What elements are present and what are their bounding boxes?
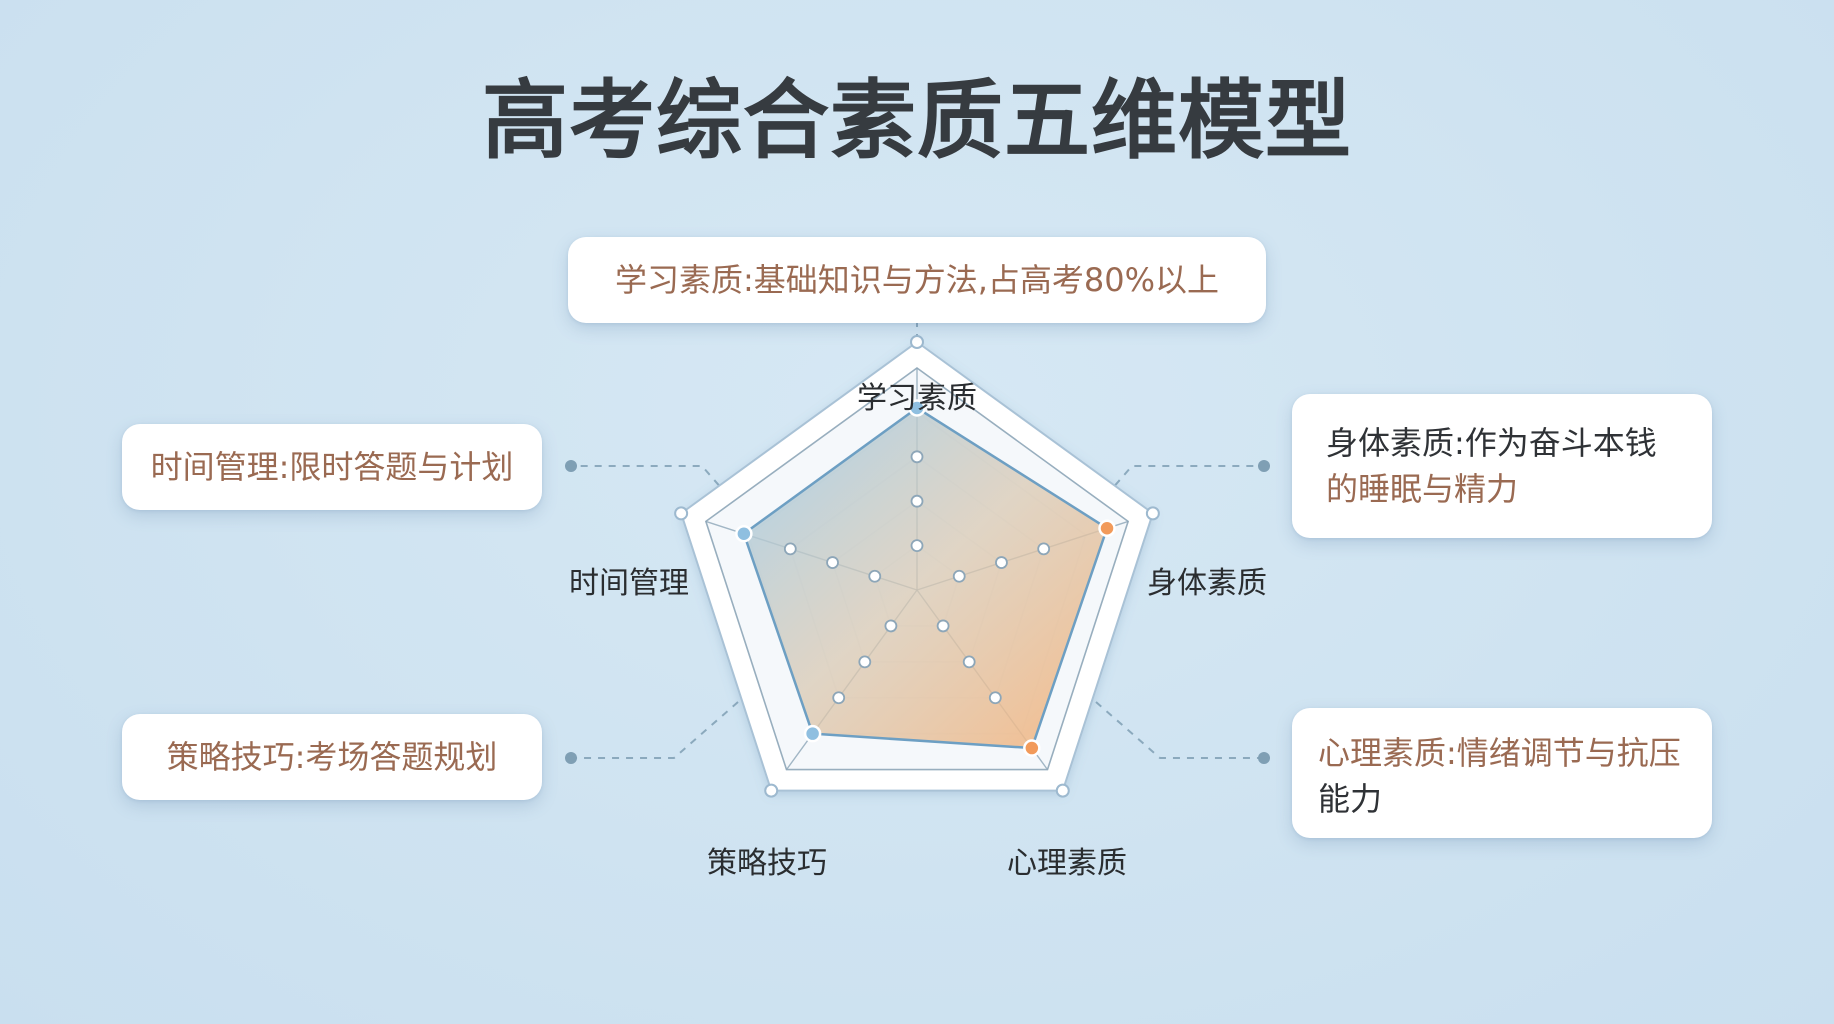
radar-grid-point <box>858 655 872 669</box>
radar-data-point-learning <box>908 399 926 417</box>
axis-label-time: 时间管理 <box>569 566 689 601</box>
leader-dot-physical <box>1258 460 1270 472</box>
radar-data-point-psychological <box>1023 739 1041 757</box>
leader-dot-time <box>565 460 577 472</box>
radar-data-area <box>742 406 1109 750</box>
card-psychological: 心理素质:情绪调节与抗压 能力 <box>1292 708 1712 838</box>
radar-grid-point <box>884 619 898 633</box>
radar-grid-point <box>826 556 839 569</box>
radar-grid-point <box>868 569 882 583</box>
radar-data-point-strategy <box>803 724 822 743</box>
axis-label-learning: 学习素质 <box>857 381 977 416</box>
radar-data-point-time <box>735 524 753 543</box>
radar-grid-point <box>783 542 797 556</box>
axis-label-psychological: 心理素质 <box>1007 846 1127 881</box>
radar-grid-point <box>910 450 924 464</box>
radar-grid-point <box>1037 542 1051 556</box>
radar-outer-point-psychological <box>1055 783 1070 798</box>
leader-line-strategy <box>571 701 739 759</box>
radar-series-area <box>742 406 1109 750</box>
axis-label-physical: 身体素质 <box>1147 566 1267 601</box>
radar-outer-point-time <box>674 506 689 521</box>
radar-grid-point <box>832 691 846 705</box>
card-strategy: 策略技巧:考场答题规划 <box>122 714 542 800</box>
card-physical: 身体素质:作为奋斗本钱 的睡眠与精力 <box>1292 394 1712 538</box>
radar-outer-point-strategy <box>764 783 779 798</box>
card-time: 时间管理:限时答题与计划 <box>122 424 542 510</box>
axis-label-strategy: 策略技巧 <box>707 846 827 881</box>
leader-dot-psychological <box>1258 752 1270 764</box>
page-title: 高考综合素质五维模型 <box>482 71 1352 171</box>
leader-dot-strategy <box>565 752 577 764</box>
card-psychological-line2: 能力 <box>1318 780 1383 818</box>
radar-grid-point <box>962 655 976 669</box>
card-physical-line2: 的睡眠与精力 <box>1326 470 1519 508</box>
card-learning: 学习素质:基础知识与方法,占高考80%以上 <box>568 237 1266 323</box>
radar-outer-point-physical <box>1145 506 1160 521</box>
radar-grid-point <box>936 619 950 633</box>
card-psychological-line1: 心理素质:情绪调节与抗压 <box>1318 734 1681 772</box>
radar-grid-point <box>910 494 924 508</box>
radar-data-point-physical <box>1098 519 1116 538</box>
card-time-text: 时间管理:限时答题与计划 <box>150 448 514 486</box>
radar-grid-point <box>988 691 1002 705</box>
radar-outer-point-learning <box>910 335 924 349</box>
radar-grid-point <box>910 539 924 552</box>
radar-grid-point <box>995 556 1008 569</box>
radar-grid-points <box>674 335 1160 798</box>
radar-data-points <box>735 399 1116 757</box>
leader-line-psychological <box>1095 701 1264 759</box>
radar-grid-point <box>952 569 966 583</box>
card-strategy-text: 策略技巧:考场答题规划 <box>166 738 498 776</box>
card-learning-text: 学习素质:基础知识与方法,占高考80%以上 <box>614 261 1220 299</box>
card-physical-line1: 身体素质:作为奋斗本钱 <box>1326 424 1657 462</box>
